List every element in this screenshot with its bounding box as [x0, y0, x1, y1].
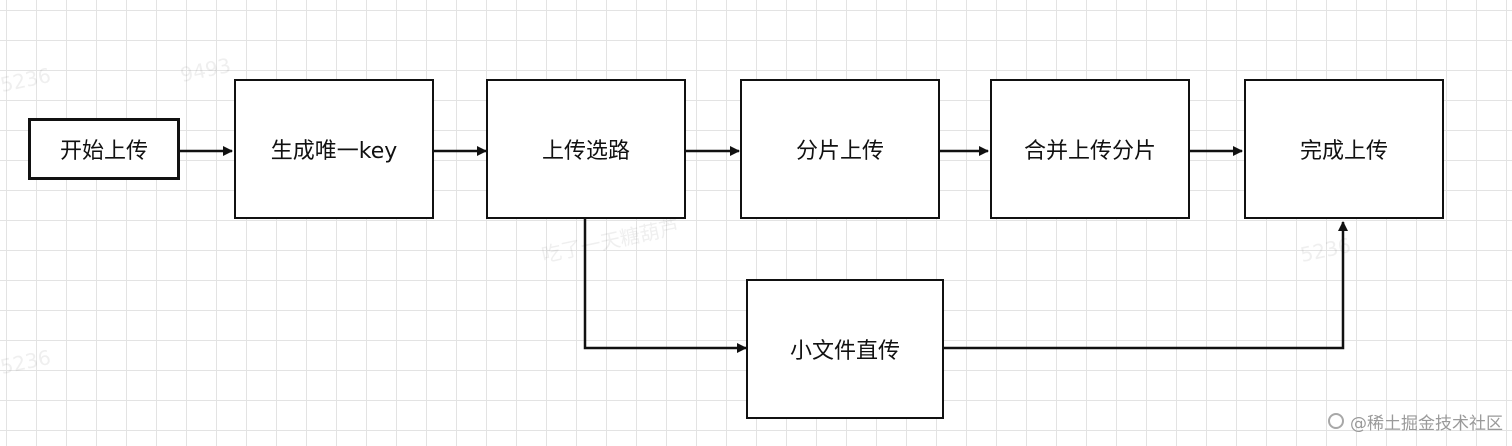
juejin-logo-icon [1328, 413, 1344, 429]
node-label: 开始上传 [59, 139, 148, 164]
node-choose-route: 上传选路 [486, 79, 686, 219]
logo-text: @稀土掘金技术社区 [1350, 413, 1503, 434]
node-label: 完成上传 [1299, 139, 1388, 164]
node-label: 生成唯一key [270, 139, 398, 164]
node-label: 分片上传 [795, 139, 884, 164]
node-start-upload: 开始上传 [28, 118, 180, 180]
juejin-watermark-logo: @稀土掘金技术社区 [1328, 404, 1508, 438]
node-label: 小文件直传 [789, 339, 900, 364]
arrow-route-to-small-file [583, 219, 747, 353]
node-small-file-upload: 小文件直传 [746, 279, 944, 419]
node-label: 合并上传分片 [1023, 139, 1156, 164]
node-chunk-upload: 分片上传 [740, 79, 940, 219]
arrow-small-file-to-complete [944, 221, 1348, 350]
node-generate-key: 生成唯一key [234, 79, 434, 219]
node-complete-upload: 完成上传 [1244, 79, 1444, 219]
node-label: 上传选路 [541, 139, 630, 164]
node-merge-chunks: 合并上传分片 [990, 79, 1190, 219]
